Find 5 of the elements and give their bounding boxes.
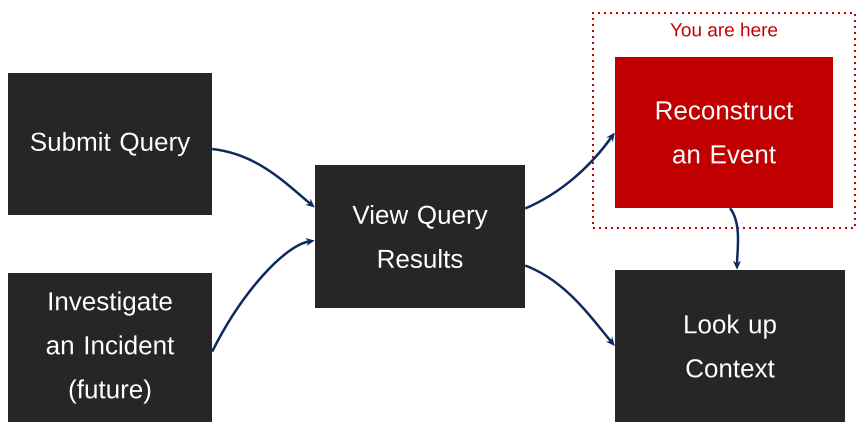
process-box: Submit Query [8, 73, 212, 215]
process-box: Investigate an Incident (future) [8, 273, 212, 422]
process-box: Reconstruct an Event [615, 57, 833, 208]
process-box: View Query Results [315, 165, 525, 308]
process-box: Look up Context [615, 270, 845, 422]
